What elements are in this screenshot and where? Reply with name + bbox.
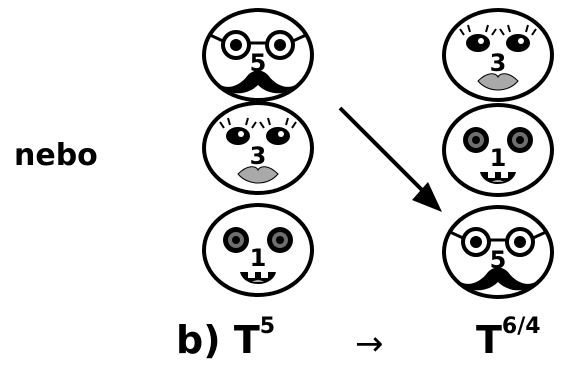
face-number: 3 xyxy=(250,142,267,170)
face-outline xyxy=(202,203,314,297)
eyelash-icon xyxy=(459,24,497,36)
pupil-icon xyxy=(514,236,526,248)
pupil-icon xyxy=(516,136,524,144)
face-number: 5 xyxy=(490,246,507,274)
tooth xyxy=(488,172,495,178)
caption-initial-symbol: T xyxy=(233,318,260,362)
pupil-icon xyxy=(232,236,240,244)
caption-arrow: → xyxy=(355,324,384,364)
eye-icon xyxy=(266,127,290,145)
eyelash-icon xyxy=(259,117,297,129)
transition-arrow xyxy=(338,106,434,202)
glasses-temples xyxy=(449,230,547,240)
right-face-lashes-lips: 3 xyxy=(442,8,554,102)
tooth xyxy=(261,272,268,278)
pupil-icon xyxy=(230,39,242,51)
lips-icon xyxy=(477,73,519,91)
face-number: 3 xyxy=(490,49,507,77)
tooth xyxy=(248,272,255,278)
face-outline xyxy=(442,103,554,197)
mustache-icon xyxy=(454,267,542,291)
tongue xyxy=(492,180,504,182)
caption-initial-superscript: 5 xyxy=(259,314,276,339)
eye-icon xyxy=(506,34,530,52)
left-label: nebo xyxy=(14,138,98,173)
face-number: 1 xyxy=(490,144,507,172)
pupil-icon xyxy=(470,236,482,248)
eyelash-icon xyxy=(499,24,537,36)
caption-part: b) xyxy=(176,318,221,362)
pupil-icon xyxy=(472,136,480,144)
glasses-temples xyxy=(209,33,307,43)
glasses-lens-icon xyxy=(221,30,251,60)
pupil-icon xyxy=(274,39,286,51)
transition-arrowhead xyxy=(412,182,442,212)
left-face-round-eyes-teeth: 1 xyxy=(202,203,314,297)
right-face-round-eyes-teeth: 1 xyxy=(442,103,554,197)
mustache-icon xyxy=(214,70,302,94)
left-face-glasses-mustache: 5 xyxy=(202,8,314,102)
caption-initial: b) T5 xyxy=(176,314,275,362)
eye-icon xyxy=(466,34,490,52)
eye-highlight xyxy=(278,131,284,137)
glasses-lens-icon xyxy=(461,227,491,257)
tongue xyxy=(252,280,264,282)
caption-final-symbol: T xyxy=(476,318,502,362)
eyelash-icon xyxy=(219,117,257,129)
left-face-lashes-lips: 3 xyxy=(202,101,314,195)
left-stack: 5 3 1 xyxy=(202,8,314,297)
eye-highlight xyxy=(238,131,244,137)
glasses-lens-icon xyxy=(265,30,295,60)
face-outline xyxy=(202,101,314,195)
face-outline xyxy=(442,8,554,102)
right-stack: 3 1 5 xyxy=(442,8,554,299)
eye-highlight xyxy=(478,38,484,44)
right-face-glasses-mustache: 5 xyxy=(442,205,554,299)
pupil-icon xyxy=(276,236,284,244)
glasses-lens-icon xyxy=(505,227,535,257)
face-number: 5 xyxy=(250,49,267,77)
caption-final: T6/4 xyxy=(476,314,541,362)
tooth xyxy=(501,172,508,178)
eye-icon xyxy=(226,127,250,145)
face-number: 1 xyxy=(250,244,267,272)
caption-final-superscript: 6/4 xyxy=(501,314,541,339)
lips-icon xyxy=(237,166,279,184)
eye-highlight xyxy=(518,38,524,44)
